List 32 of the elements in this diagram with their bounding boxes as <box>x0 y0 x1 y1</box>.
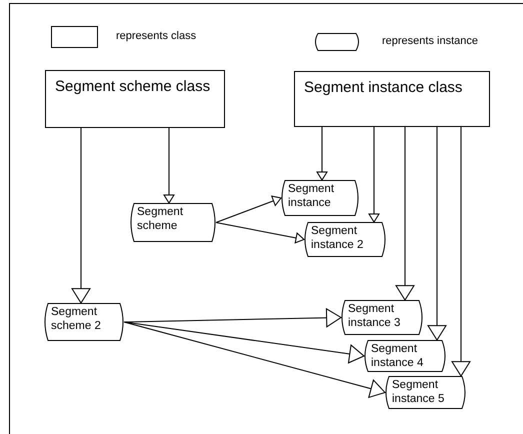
arrow <box>368 126 380 222</box>
node-label: Segment instance 4 <box>371 342 424 370</box>
instance-box <box>282 180 358 216</box>
node-label: Segment instance class <box>304 78 464 97</box>
instance-box <box>131 203 215 242</box>
node-label: Segment scheme class <box>55 77 212 96</box>
legend-label: represents class <box>116 30 196 42</box>
node-label: Segment scheme 2 <box>51 305 102 333</box>
arrow <box>124 308 342 328</box>
instance-box <box>45 303 123 341</box>
node-label: Segment scheme <box>137 205 184 233</box>
arrow <box>72 128 90 304</box>
class-box <box>45 70 225 128</box>
arrow <box>216 222 304 244</box>
instance-box <box>342 300 422 335</box>
instance-box <box>305 222 385 257</box>
instance-box <box>365 340 445 372</box>
node-label: Segment instance <box>288 182 336 210</box>
node-label: Segment instance 2 <box>311 224 364 252</box>
class-box <box>294 71 490 127</box>
arrow <box>428 126 446 340</box>
arrow <box>452 126 470 376</box>
instance-box <box>386 376 465 409</box>
legend-label: represents instance <box>382 34 478 46</box>
arrow <box>164 128 174 204</box>
node-label: Segment instance 3 <box>348 302 402 330</box>
arrow <box>216 196 282 223</box>
arrow <box>396 126 414 300</box>
node-label: Segment instance 5 <box>392 378 446 406</box>
arrow <box>124 322 386 398</box>
arrow <box>124 322 364 364</box>
arrow <box>316 126 328 180</box>
